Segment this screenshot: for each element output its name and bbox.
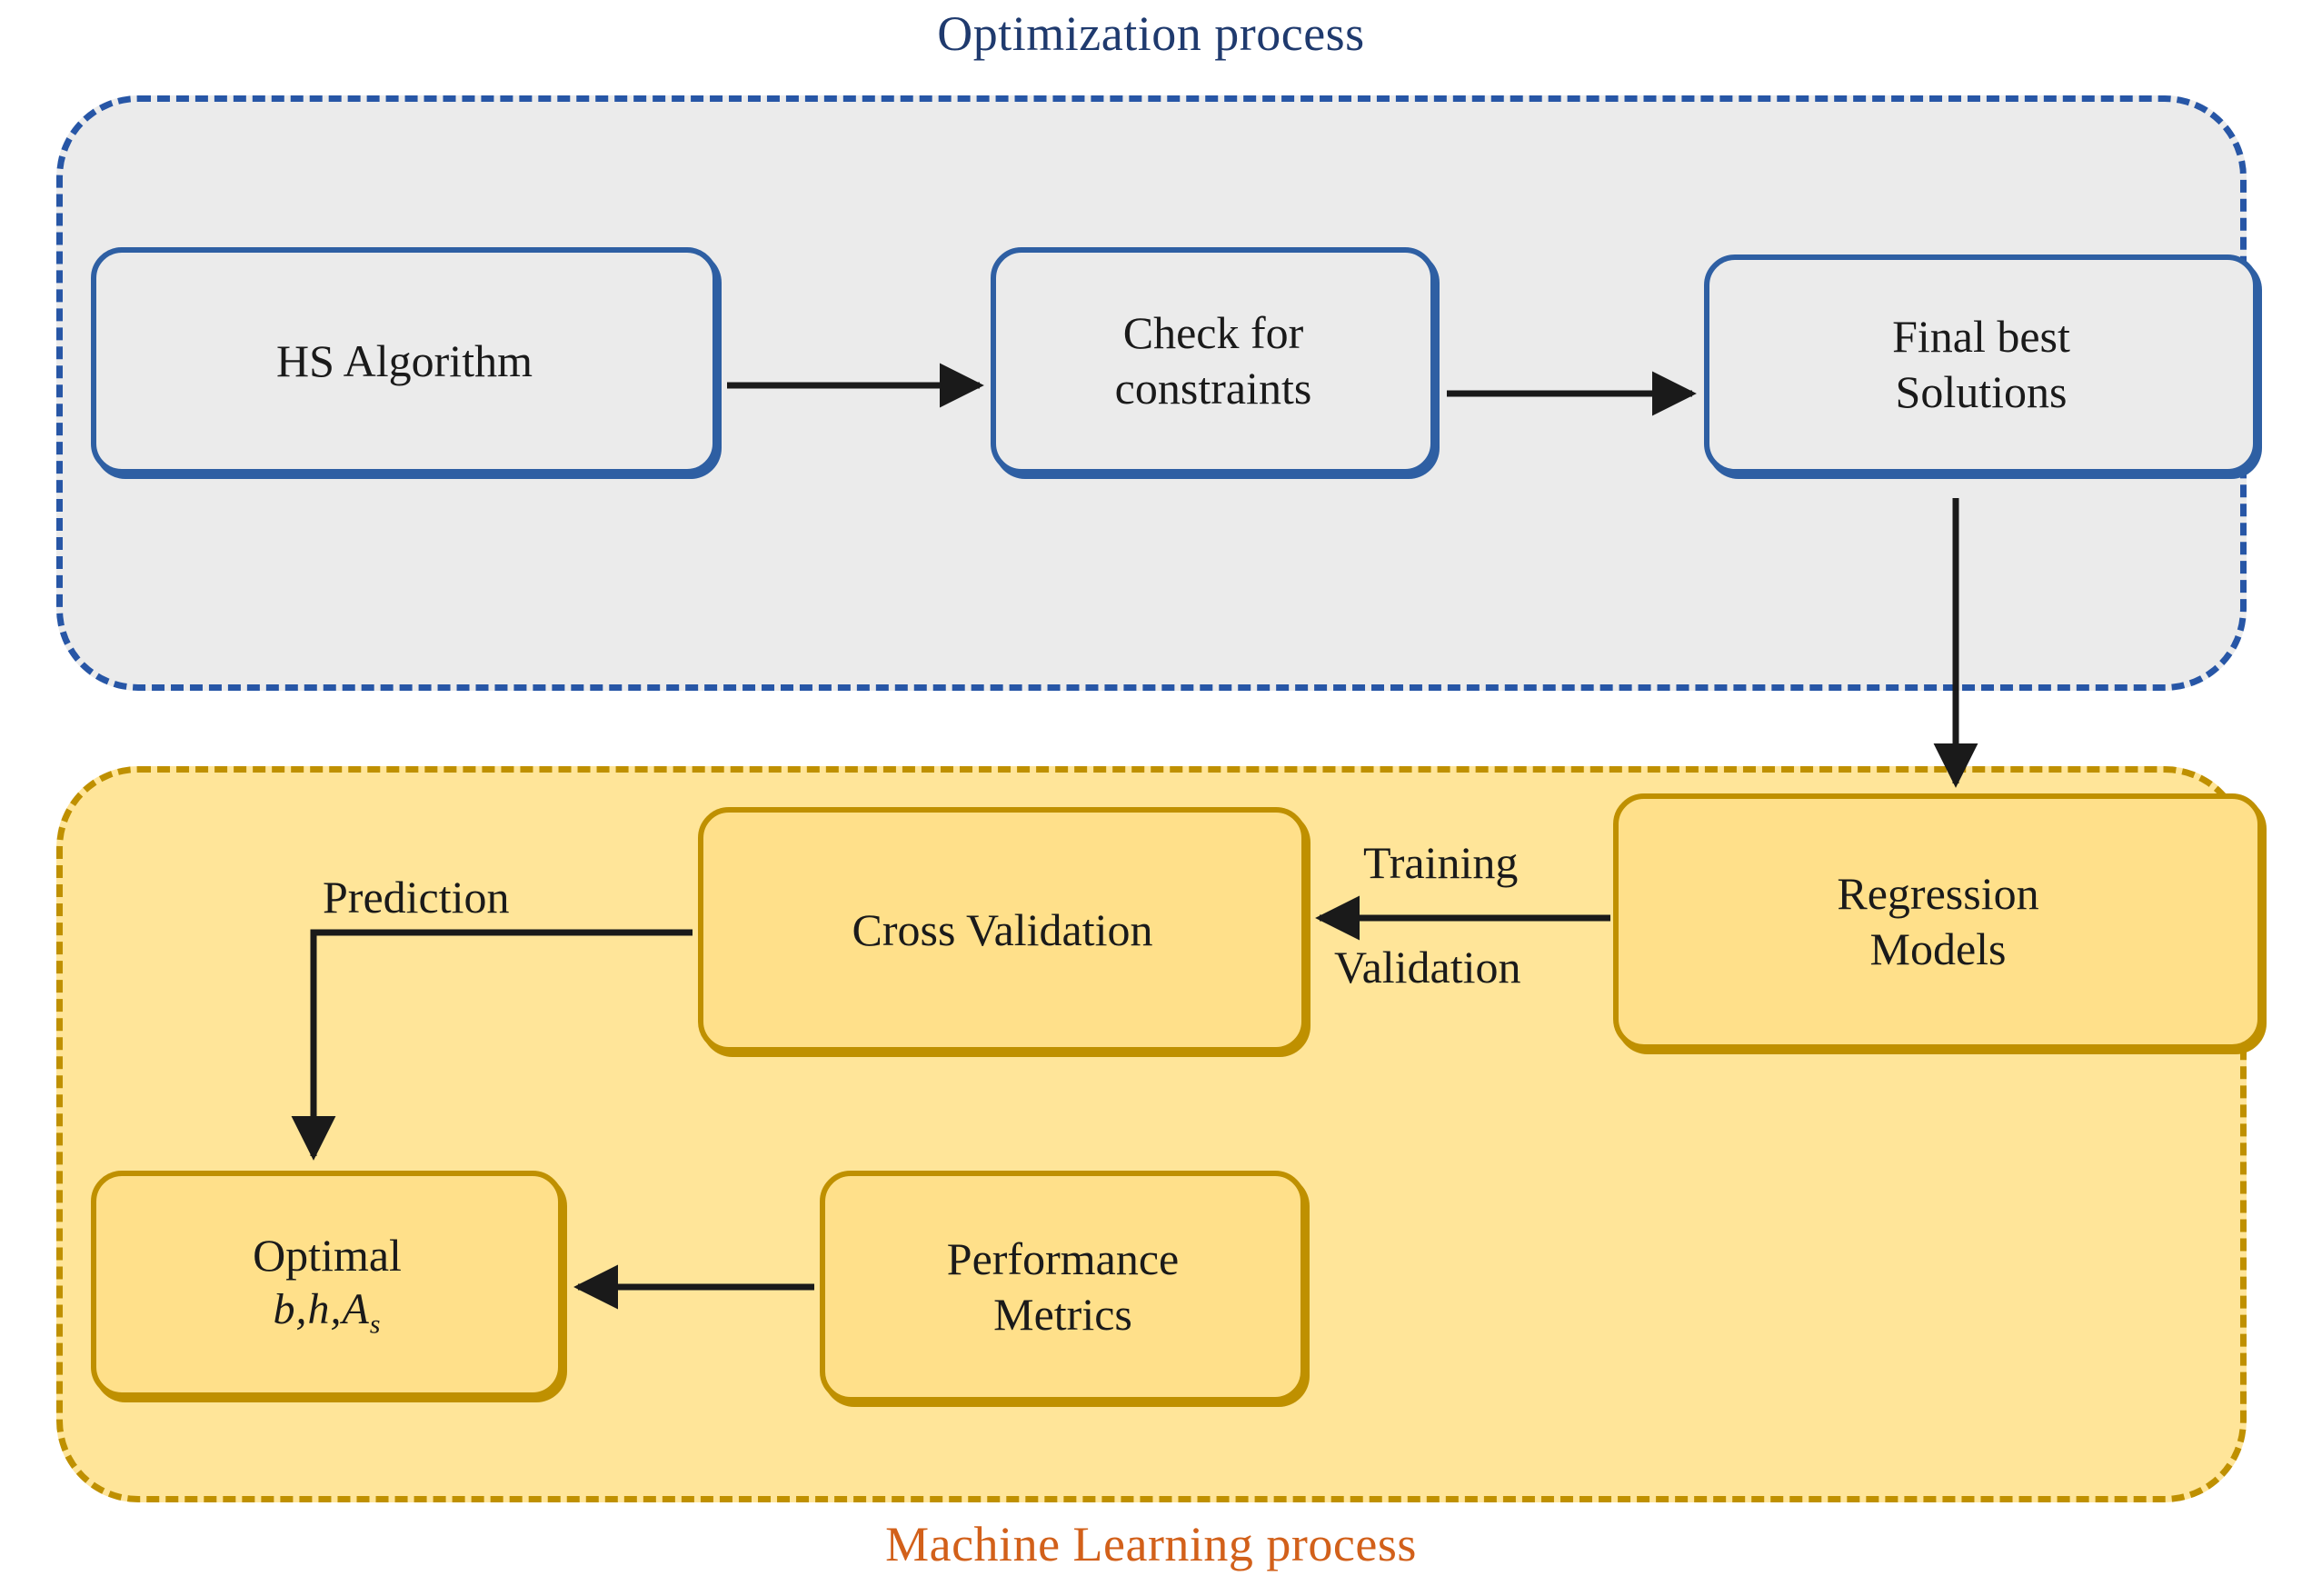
node-optimal-line1: Optimal: [253, 1229, 402, 1281]
edge-label-training: Training: [1363, 837, 1519, 888]
edge-label-prediction: Prediction: [323, 872, 510, 923]
node-check-constraints-line2: constraints: [1114, 363, 1312, 414]
edge-label-validation: Validation: [1334, 942, 1521, 993]
node-cross-validation-label: Cross Validation: [852, 903, 1153, 955]
optimization-process-caption: Optimization process: [937, 6, 1365, 61]
node-check-constraints-line1: Check for: [1122, 307, 1304, 358]
node-optimal[interactable]: Optimal b,h,As: [91, 1171, 563, 1398]
node-regression-models-line1: Regression: [1837, 868, 2039, 919]
machine-learning-process-caption: Machine Learning process: [885, 1517, 1417, 1571]
node-cross-validation[interactable]: Cross Validation: [698, 807, 1307, 1052]
node-performance-metrics-line1: Performance: [946, 1232, 1180, 1284]
node-performance-metrics[interactable]: Performance Metrics: [820, 1171, 1306, 1402]
node-optimal-formula-main: b,h,A: [273, 1284, 370, 1333]
node-hs-algorithm-label: HS Algorithm: [276, 334, 533, 386]
node-check-constraints[interactable]: Check for constraints: [991, 247, 1436, 474]
node-optimal-formula: b,h,As: [253, 1283, 402, 1342]
node-regression-models[interactable]: Regression Models: [1613, 793, 2263, 1050]
node-optimal-formula-subscript: s: [369, 1309, 382, 1340]
node-final-best-solutions-line2: Solutions: [1895, 366, 2068, 417]
node-final-best-solutions-label: Final best Solutions: [1892, 309, 2070, 420]
node-final-best-solutions-line1: Final best: [1892, 311, 2070, 362]
node-regression-models-label: Regression Models: [1837, 866, 2038, 977]
node-hs-algorithm[interactable]: HS Algorithm: [91, 247, 718, 474]
node-performance-metrics-label: Performance Metrics: [947, 1232, 1179, 1342]
node-performance-metrics-line2: Metrics: [993, 1288, 1132, 1340]
node-optimal-label: Optimal b,h,As: [253, 1228, 402, 1342]
node-final-best-solutions[interactable]: Final best Solutions: [1704, 254, 2258, 474]
node-regression-models-line2: Models: [1869, 923, 2007, 974]
node-check-constraints-label: Check for constraints: [1115, 305, 1312, 416]
